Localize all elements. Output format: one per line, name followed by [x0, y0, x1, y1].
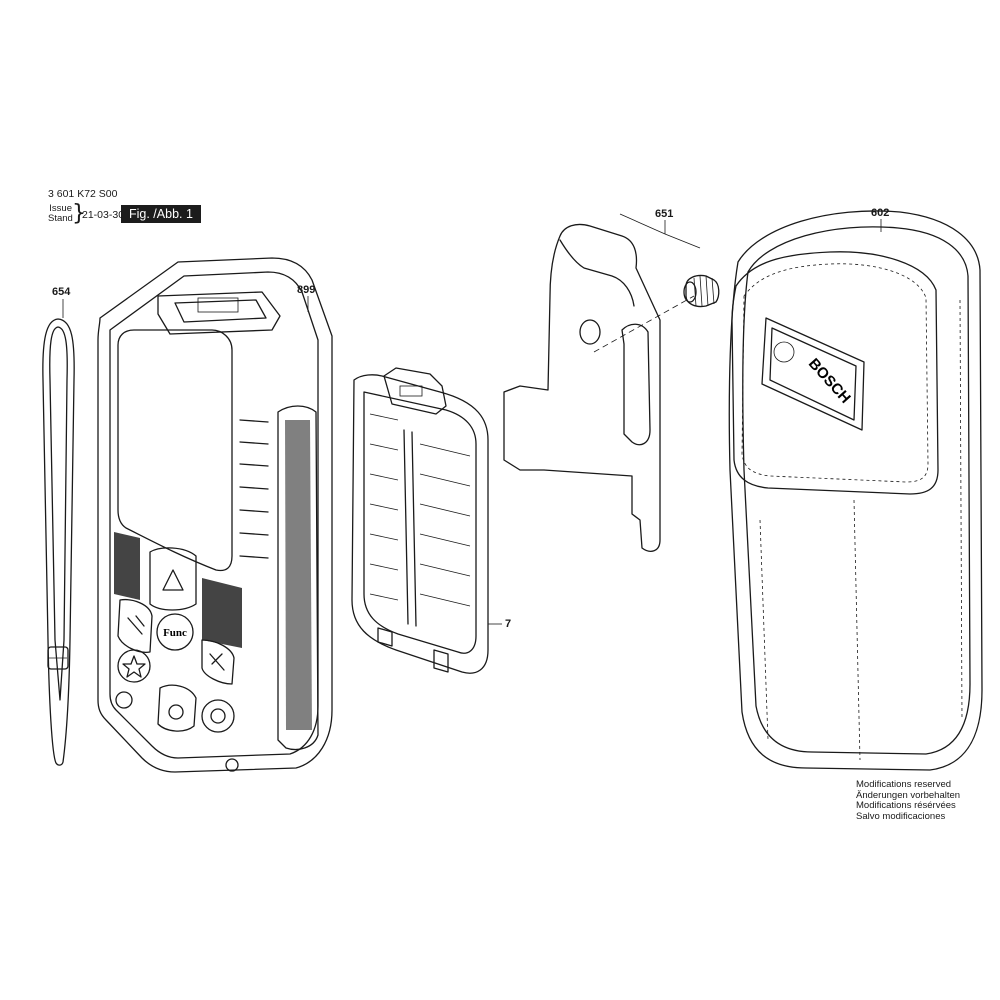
stand-label: Stand — [48, 213, 73, 224]
belt-clip — [503, 213, 720, 552]
issue-label: Issue — [49, 203, 72, 214]
notice-line-fr: Modifications résérvées — [856, 800, 956, 811]
leader-lines — [62, 219, 882, 625]
issue-date: 21-03-30 — [82, 209, 125, 221]
brace-symbol: } — [72, 201, 86, 226]
callout-654: 654 — [52, 286, 71, 298]
callout-899: 899 — [297, 284, 316, 296]
issue-stand-labels: Issue Stand — [48, 203, 73, 224]
part-number: 3 601 K72 S00 — [48, 188, 118, 200]
callout-651: 651 — [655, 208, 674, 220]
carrying-pouch: BOSCH — [728, 210, 983, 771]
figure-label: Fig. /Abb. 1 — [121, 205, 201, 223]
func-button-label: Func — [163, 627, 187, 639]
document-header: 3 601 K72 S00 Issue Stand } 21-03-30 Fig… — [48, 188, 201, 228]
callout-7: 7 — [505, 618, 512, 630]
notice-line-es: Salvo modificaciones — [856, 810, 946, 822]
hand-strap — [42, 318, 75, 766]
laser-measure-housing: Func — [97, 257, 333, 773]
battery-cover — [351, 367, 489, 674]
callout-602: 602 — [871, 207, 890, 219]
pouch-brand-text: BOSCH — [805, 355, 854, 407]
notice-line-en: Modifications reserved — [856, 779, 952, 790]
modifications-notice: Modifications reserved Änderungen vorbeh… — [856, 779, 961, 822]
notice-line-de: Änderungen vorbehalten — [856, 789, 961, 801]
